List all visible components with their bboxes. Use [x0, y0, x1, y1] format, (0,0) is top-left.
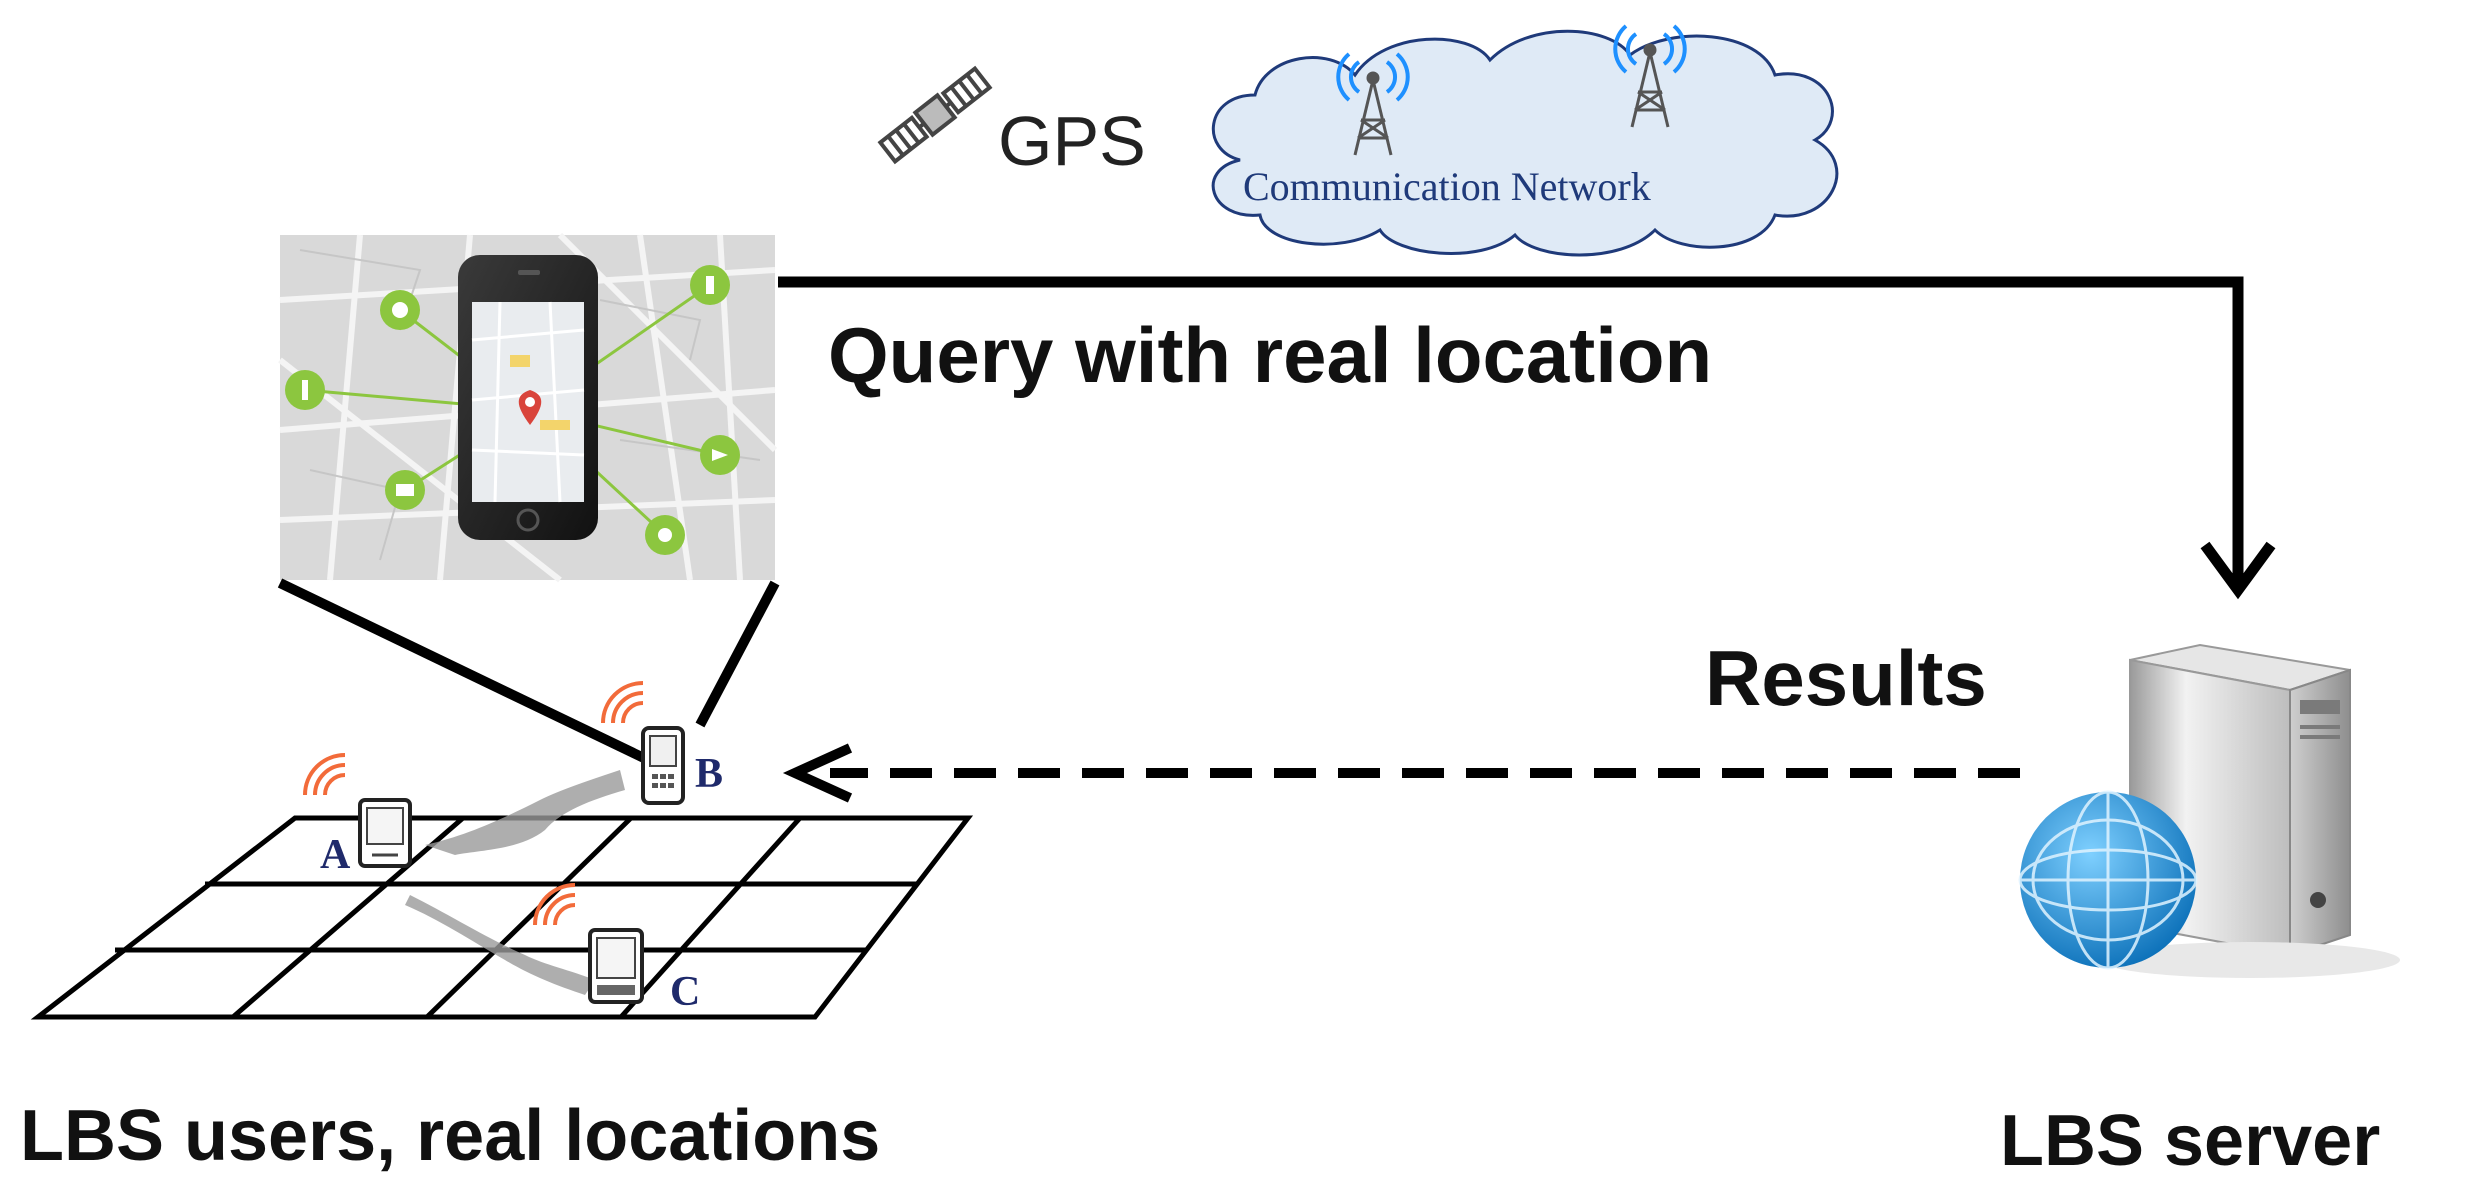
- transfer-shadows: [405, 770, 625, 995]
- wifi-signal-icon: [303, 753, 346, 796]
- server-label: LBS server: [2000, 1101, 2380, 1181]
- mobile-device-icon: [533, 883, 644, 1004]
- network-label: Communication Network: [1243, 164, 1651, 209]
- globe-icon: [2018, 790, 2198, 970]
- map-pin-icon: [518, 390, 542, 425]
- map-panel: [278, 232, 778, 583]
- location-grid: [30, 815, 974, 1020]
- user-a-label: A: [320, 832, 351, 878]
- zoom-lines: [277, 578, 780, 765]
- wifi-signal-icon: [601, 681, 644, 724]
- user-b-label: B: [695, 751, 723, 797]
- mobile-device-icon: [303, 753, 412, 868]
- server-icon: [2100, 643, 2400, 978]
- query-label: Query with real location: [828, 311, 1712, 399]
- results-arrow: [782, 743, 2020, 803]
- smartphone-icon: [458, 255, 598, 540]
- wifi-signal-icon: [533, 883, 576, 926]
- communication-network-cloud: Communication Network: [1211, 24, 1839, 257]
- user-c-label: C: [670, 969, 700, 1015]
- poi-markers: [285, 265, 740, 555]
- mobile-device-icon: [601, 681, 685, 805]
- gps-label: GPS: [998, 102, 1146, 180]
- cell-tower-icon: [1336, 52, 1410, 156]
- results-label: Results: [1705, 634, 1987, 722]
- cell-tower-icon: [1613, 24, 1687, 128]
- query-arrow: [778, 276, 2276, 600]
- users-label: LBS users, real locations: [20, 1096, 880, 1176]
- satellite-icon: [877, 65, 993, 165]
